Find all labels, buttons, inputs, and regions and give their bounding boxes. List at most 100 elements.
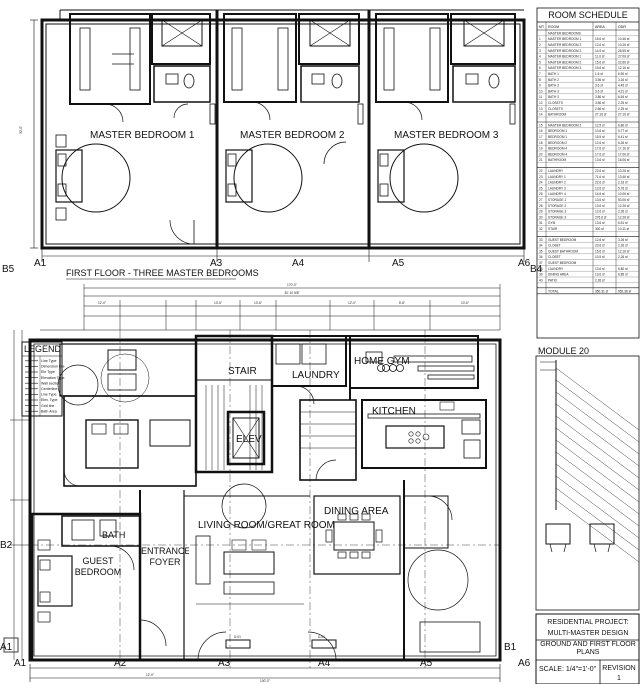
schedule-cell: 10.26 sf xyxy=(618,169,629,173)
schedule-cell: STORAGE 3 xyxy=(548,215,566,219)
schedule-cell: 33 xyxy=(539,238,543,242)
schedule-header-cell: MT xyxy=(539,25,545,29)
schedule-total-label: TOTAL xyxy=(548,289,559,293)
schedule-cell: 15.6 sf xyxy=(595,66,605,70)
schedule-cell: 6.41 sf xyxy=(618,135,628,139)
title-block-subtitle: MULTI-MASTER DESIGN xyxy=(548,630,629,637)
schedule-cell: 3.86 sf xyxy=(595,95,605,99)
schedule-header-cell: ROOM xyxy=(548,25,559,29)
room-label-home-gym: HOME GYM xyxy=(354,356,410,367)
schedule-cell: 14 xyxy=(539,113,543,117)
grid-label-b5: B5 xyxy=(2,264,15,275)
schedule-cell: 12.16 sf xyxy=(618,66,629,70)
schedule-cell: BEDROOM 4 xyxy=(548,147,567,151)
schedule-cell: 27 xyxy=(539,198,543,202)
schedule-cell: 3.56 sf xyxy=(595,101,605,105)
door-tag-1: D-01 xyxy=(234,635,241,639)
schedule-cell: MASTER BEDROOM 3 xyxy=(548,66,582,70)
schedule-cell: 6.54 sf xyxy=(618,95,628,99)
schedule-cell: 6.85 sf xyxy=(618,273,628,277)
schedule-cell: 12.6 sf xyxy=(595,43,605,47)
room-label-living-room: LIVING ROOM/GREAT ROOM xyxy=(198,520,335,531)
schedule-title: ROOM SCHEDULE xyxy=(548,10,628,20)
schedule-cell: BEDROOM 1 xyxy=(548,129,567,133)
schedule-cell: 22.6 sf xyxy=(595,169,605,173)
grid-label-bottom-a3: A3 xyxy=(218,658,231,669)
schedule-cell: 2.25 sf xyxy=(618,101,628,105)
room-label-laundry: LAUNDRY xyxy=(292,370,340,381)
schedule-cell: 19 xyxy=(539,147,543,151)
title-block-scale: SCALE: 1/4"=1'-0" xyxy=(539,666,597,673)
schedule-cell: CLOSETS xyxy=(548,107,563,111)
schedule-cell: MASTER BEDROOMS xyxy=(548,31,581,35)
schedule-cell: BATH 1 xyxy=(548,72,559,76)
title-block-project: RESIDENTIAL PROJECT: xyxy=(547,619,628,626)
schedule-cell: 4.45 sf xyxy=(618,84,628,88)
schedule-cell: 2.26 sf xyxy=(595,278,605,282)
schedule-cell: 17.16 sf xyxy=(618,147,629,151)
schedule-cell: 32 xyxy=(539,227,543,231)
schedule-cell: 10.26 sf xyxy=(618,43,629,47)
schedule-cell: 6.51 sf xyxy=(618,221,628,225)
legend-item: Ele Type xyxy=(41,370,55,374)
schedule-cell: 14.5 sf xyxy=(595,49,605,53)
schedule-cell: 2.16 sf xyxy=(618,181,628,185)
schedule-cell: STORAGE 3 xyxy=(548,210,566,214)
dim-top-4: 13'-5" xyxy=(214,301,222,305)
schedule-cell: PATIO xyxy=(548,278,558,282)
grid-label-bottom-a1: A1 xyxy=(14,658,27,669)
schedule-cell: 12.26 sf xyxy=(618,204,629,208)
upper-dim-height: 30'-0" xyxy=(19,126,23,134)
legend-item: Wall section xyxy=(41,381,60,385)
schedule-cell: BATH 3 xyxy=(548,95,559,99)
schedule-cell: CLOSET xyxy=(548,244,561,248)
schedule-cell: MASTER BEDROOM 3 xyxy=(548,49,582,53)
schedule-cell: 5.76 sf xyxy=(618,186,628,190)
room-label-elevator: ELEV xyxy=(236,434,262,445)
schedule-total-value: 350.31 sf xyxy=(595,289,608,293)
schedule-cell: 276.6 sf xyxy=(595,215,606,219)
schedule-cell: CLOSETS xyxy=(548,101,563,105)
schedule-cell: GUEST BEDROOM xyxy=(548,261,577,265)
schedule-cell: STORAGE 1 xyxy=(548,198,566,202)
schedule-cell: MASTER BEDROOM 2 xyxy=(548,60,582,64)
grid-label-upper-a6: A6 xyxy=(518,258,531,269)
schedule-cell: 2 xyxy=(539,43,541,47)
schedule-cell: 22.66 sf xyxy=(618,60,629,64)
master-suite-3 xyxy=(375,13,516,213)
schedule-cell: 23 xyxy=(539,175,543,179)
schedule-cell: 300 sf xyxy=(595,227,604,231)
schedule-cell: 3.16 sf xyxy=(618,78,628,82)
schedule-cell: 7 xyxy=(539,72,541,76)
schedule-cell: 25 xyxy=(539,186,543,190)
schedule-cell: 2.25 sf xyxy=(618,107,628,111)
schedule-cell: 12.6 sf xyxy=(595,210,605,214)
room-label-stair: STAIR xyxy=(228,366,257,377)
schedule-cell: MASTER BEDROOM 2 xyxy=(548,123,582,127)
legend-item: Line Type xyxy=(41,393,57,397)
schedule-cell: 36 xyxy=(539,255,543,259)
schedule-cell: 26.55 sf xyxy=(618,49,629,53)
schedule-cell: MASTER BEDROOM 2 xyxy=(548,43,582,47)
schedule-cell: 4.21 sf xyxy=(618,89,628,93)
schedule-cell: 3.6 sf xyxy=(595,89,603,93)
schedule-cell: LAUNDRY 1 xyxy=(548,175,566,179)
schedule-cell: 37 xyxy=(539,261,543,265)
schedule-cell: MASTER BEDROOM 1 xyxy=(548,37,582,41)
legend-item: Dimension line xyxy=(41,365,65,369)
schedule-cell: 20 xyxy=(539,152,543,156)
schedule-cell: 4 xyxy=(539,55,541,59)
schedule-cell: 2.26 sf xyxy=(618,210,628,214)
schedule-cell: 3.6 sf xyxy=(595,84,603,88)
schedule-cell: 13.6 sf xyxy=(595,204,605,208)
schedule-cell: 24 xyxy=(539,181,543,185)
schedule-cell: 10.06 sf xyxy=(618,192,629,196)
dim-top-3: 12'-0" xyxy=(98,301,106,305)
schedule-cell: 10.46 sf xyxy=(618,37,629,41)
schedule-cell: 13.6 sf xyxy=(595,158,605,162)
schedule-cell: LAUNDRY 4 xyxy=(548,192,566,196)
schedule-cell: CLOSET xyxy=(548,255,561,259)
legend-item: Centerline xyxy=(41,387,57,391)
